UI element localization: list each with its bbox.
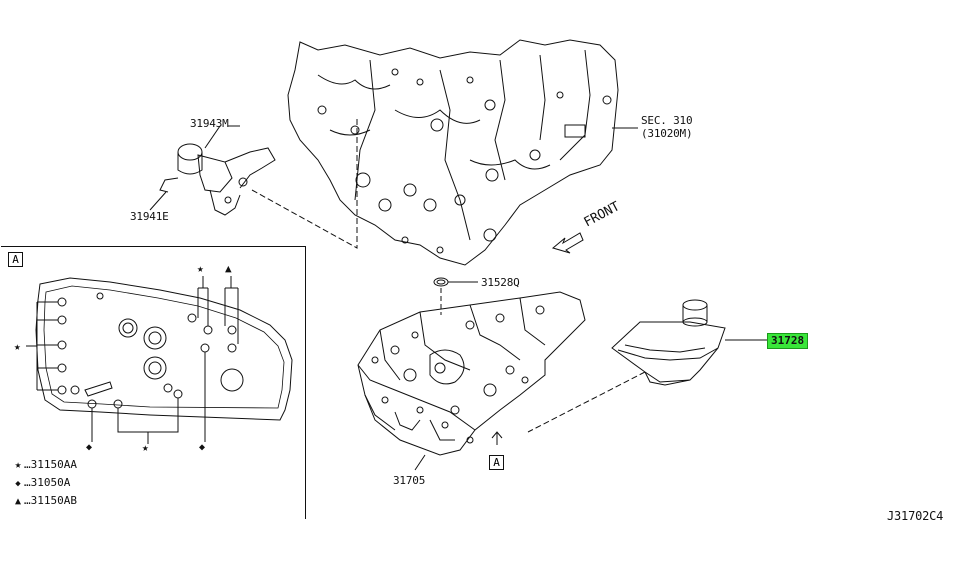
legend-text: …31050A [24, 476, 71, 489]
oring-31528q-drawing [433, 277, 449, 287]
diagram-code: J31702C4 [887, 509, 944, 523]
sec-310-label[interactable]: SEC. 310 [641, 114, 693, 127]
view-a-arrow [491, 431, 503, 445]
inset-view-a-label: A [8, 252, 23, 267]
diamond-icon: ◆ [15, 479, 21, 489]
inset-bottom-star-marker: ★ [142, 441, 149, 454]
sec-310-sub-label[interactable]: (31020M) [641, 127, 693, 140]
inset-bottom-diamond-left-marker: ◆ [86, 442, 92, 453]
clip-31941e-drawing [149, 177, 179, 211]
oil-strainer-31728-drawing [611, 299, 767, 386]
star-icon: ★ [14, 458, 22, 471]
inset-bottom-diamond-right-marker: ◆ [199, 442, 205, 453]
inset-left-star-marker: ★ [14, 340, 21, 353]
part-label-31705[interactable]: 31705 [393, 474, 426, 487]
inset-valve-plate-drawing [26, 276, 293, 444]
triangle-icon: ▲ [14, 496, 22, 507]
part-label-31941e[interactable]: 31941E [130, 210, 169, 223]
part-label-31728-highlighted[interactable]: 31728 [767, 333, 809, 349]
legend-text: …31150AA [24, 458, 77, 471]
transmission-housing-drawing [287, 39, 619, 266]
solenoid-31943m-drawing [177, 125, 276, 216]
part-label-31943m[interactable]: 31943M [190, 117, 229, 130]
legend-row-31150ab: ▲…31150AB [12, 494, 77, 507]
control-valve-31705-drawing [357, 291, 586, 471]
inset-view-a-frame [1, 246, 306, 519]
legend-row-31050a: ◆…31050A [12, 476, 70, 489]
legend-text: …31150AB [24, 494, 77, 507]
part-label-31528q[interactable]: 31528Q [481, 276, 520, 289]
view-a-reference-label: A [489, 455, 504, 470]
strainer-leader-dashed [527, 371, 646, 433]
legend-row-31150aa: ★…31150AA [12, 458, 77, 471]
front-arrow [551, 232, 584, 254]
inset-top-triangle-marker: ▲ [225, 262, 232, 275]
solenoid-leader-dashed [251, 118, 358, 249]
inset-top-star-marker: ★ [197, 262, 204, 275]
